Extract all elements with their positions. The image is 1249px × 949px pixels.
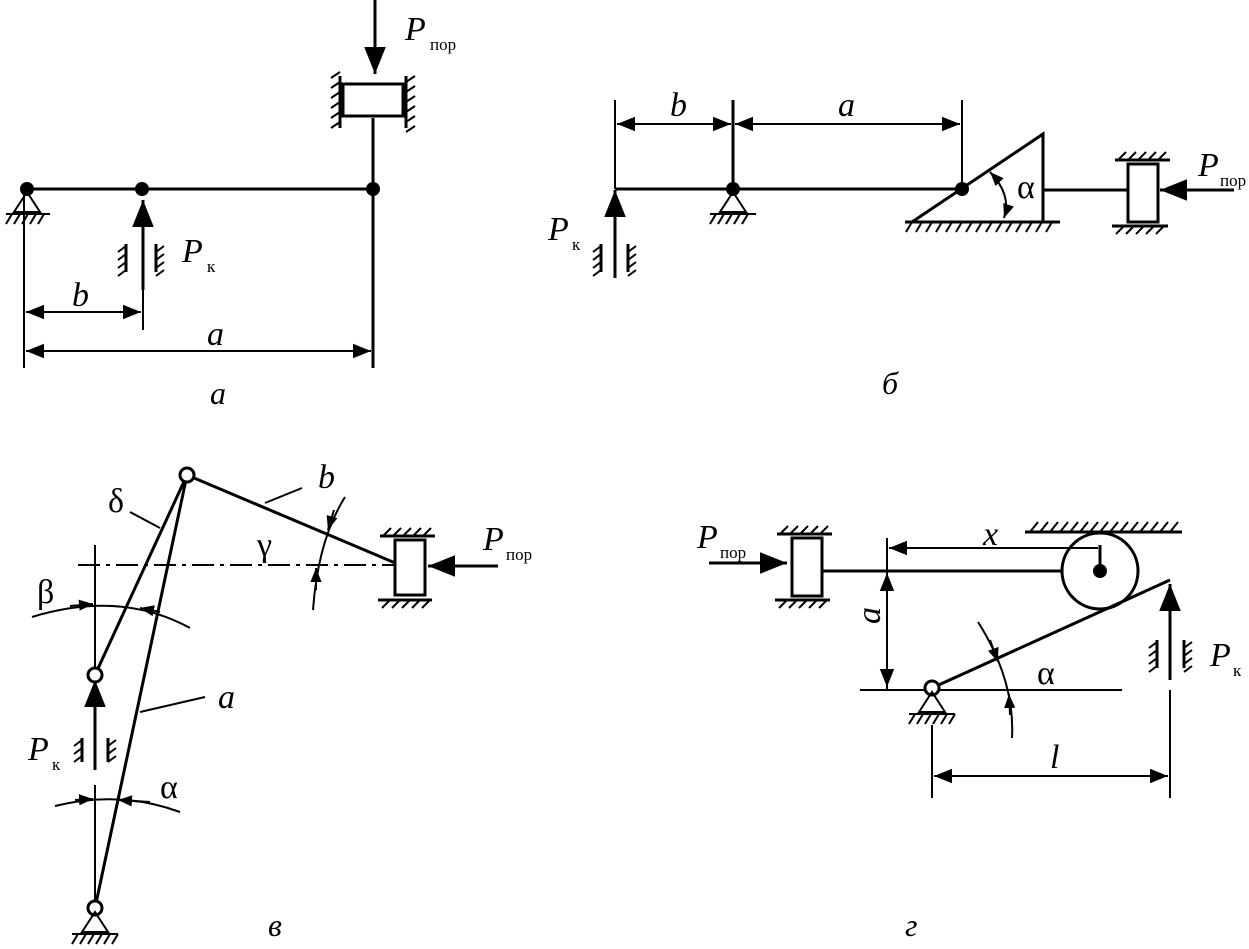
- joint: [135, 182, 149, 196]
- leader-line: [264, 487, 303, 504]
- label-p-k: P: [1209, 637, 1231, 674]
- label-l: l: [1050, 739, 1059, 776]
- label-b: b: [318, 459, 335, 496]
- pivot-joint: [923, 679, 941, 697]
- label-sub-k: к: [207, 257, 216, 276]
- label-a: a: [218, 679, 235, 716]
- scheme-v: P к δ a b γ β α P пор в: [27, 459, 532, 945]
- angle-arrow: [139, 605, 161, 617]
- label-gamma: γ: [256, 527, 272, 564]
- scheme-a: P пор P к b a а: [5, 0, 456, 411]
- label-p-por: P: [404, 11, 426, 48]
- angle-arrow: [74, 794, 94, 806]
- slider-guide: [775, 525, 832, 609]
- label-a: a: [838, 87, 855, 124]
- label-sub-por: пор: [430, 35, 456, 54]
- link-b: [186, 473, 401, 567]
- label-p-por: P: [1197, 147, 1219, 184]
- link-delta: [93, 474, 189, 676]
- roller-axle: [1093, 564, 1107, 578]
- scheme-b: b a P к α: [547, 87, 1246, 401]
- angle-arc: [312, 496, 346, 611]
- label-x: x: [982, 516, 998, 553]
- fixed-support: [5, 190, 50, 225]
- angle-arrow: [326, 509, 338, 531]
- label-sub-k: к: [572, 235, 581, 254]
- label-alpha: α: [160, 769, 178, 806]
- fixed-support: [71, 910, 119, 945]
- pivot-joint: [20, 182, 34, 196]
- slider-guide: [378, 527, 435, 609]
- link-a: [93, 474, 189, 909]
- guide-hatch: [117, 244, 165, 277]
- angle-arrow: [987, 639, 999, 663]
- caption-b: б: [882, 365, 899, 401]
- label-p-k: P: [181, 233, 203, 270]
- angle-arc: [989, 171, 1014, 219]
- label-sub-por: пор: [1220, 171, 1246, 190]
- label-p-k: P: [27, 731, 49, 768]
- label-alpha: α: [1037, 655, 1055, 692]
- angle-arc: [977, 621, 1014, 739]
- fixed-support: [908, 690, 956, 725]
- label-p-k: P: [547, 211, 569, 248]
- label-alpha: α: [1017, 169, 1035, 206]
- caption-a: а: [210, 375, 226, 411]
- label-delta: δ: [108, 483, 124, 520]
- leader-line: [129, 511, 161, 529]
- top-hatch: [1029, 521, 1179, 533]
- pivot-joint: [86, 899, 104, 917]
- angle-arc: [31, 604, 191, 629]
- guide-hatch: [1148, 640, 1193, 673]
- label-a: a: [207, 316, 224, 353]
- label-b: b: [670, 87, 687, 124]
- label-sub-por: пор: [506, 545, 532, 564]
- leader-line: [139, 696, 206, 713]
- label-p-por: P: [696, 519, 718, 556]
- angle-arrow: [69, 599, 94, 611]
- guide-hatch: [592, 244, 637, 277]
- angle-arrow: [1004, 693, 1016, 716]
- scheme-g: P пор x a l α: [696, 516, 1242, 943]
- label-sub-k: к: [52, 755, 61, 774]
- angle-arrow: [117, 795, 151, 807]
- caption-g: г: [905, 907, 917, 943]
- label-b: b: [72, 277, 89, 314]
- slider-guide: [330, 71, 416, 133]
- lever-arm: [931, 578, 1171, 690]
- guide-hatch: [73, 738, 117, 763]
- caption-v: в: [268, 907, 282, 943]
- label-beta: β: [37, 574, 54, 611]
- ground-hatch: [905, 221, 1053, 233]
- label-a: a: [851, 607, 888, 624]
- fixed-support: [709, 190, 756, 225]
- label-sub-por: пор: [720, 543, 746, 562]
- joint: [86, 666, 104, 684]
- wedge: [911, 131, 1045, 224]
- label-sub-k: к: [1233, 661, 1242, 680]
- joint: [178, 466, 196, 484]
- pivot-joint: [726, 182, 740, 196]
- joint: [366, 182, 380, 196]
- label-p-por: P: [482, 521, 504, 558]
- slider-guide: [1112, 151, 1170, 235]
